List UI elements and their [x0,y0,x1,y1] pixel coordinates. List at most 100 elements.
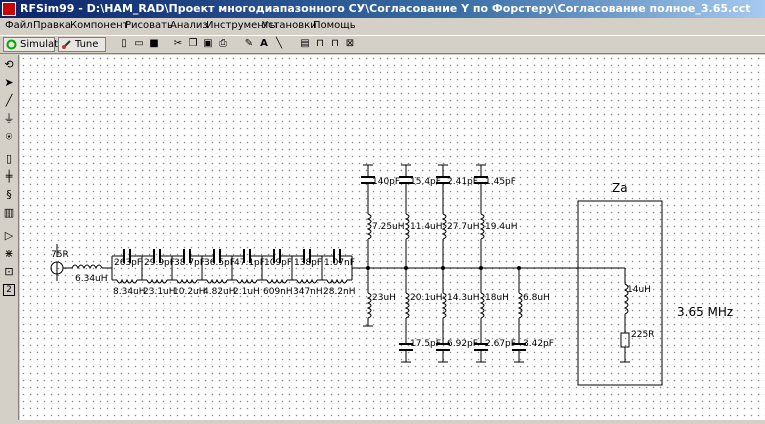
smith-chart-icon[interactable]: ⊠ [345,38,355,49]
top-inductor[interactable] [404,213,410,240]
bottom-inductor[interactable] [404,292,410,319]
open-folder-icon[interactable]: ▭ [134,38,144,49]
ground-icon[interactable]: ⏚ [3,112,15,125]
menu-analysis[interactable]: Анализ [170,20,208,31]
bottom-inductor[interactable] [479,292,485,319]
menu-bar: Файл Правка Компонент Рисовать Анализ Ин… [0,18,765,35]
series-inductor[interactable] [266,278,288,284]
bottom-inductor[interactable] [517,292,523,319]
stub-icon[interactable]: ⊓ [331,38,339,49]
bottom-l-label: 23uH [372,293,396,303]
series-inductor[interactable] [176,278,198,284]
load-inductor[interactable] [623,283,629,315]
shunt-branch[interactable] [399,164,413,363]
save-icon[interactable]: ■ [149,38,159,49]
frequency-label: 3.65 MHz [677,305,733,319]
source-inductor[interactable] [71,264,103,270]
bottom-l-label: 18uH [485,293,509,303]
top-l-label: 7.25uH [372,222,405,232]
menu-file[interactable]: Файл [5,20,33,31]
series-l-label: 8.34uH [113,287,146,297]
source-r-label: 75R [51,250,69,260]
menu-tools[interactable]: Инструменты [206,20,278,31]
two-port-icon[interactable]: 2 [3,284,15,296]
line-tool-icon[interactable]: ╲ [275,38,283,49]
window-title: RFSim99 - D:\HAM_RAD\Проект многодиапазо… [20,2,751,15]
menu-settings[interactable]: Установки [262,20,317,31]
wire-icon[interactable]: ╱ [5,94,13,107]
paste-icon[interactable]: ▣ [203,38,213,49]
series-c-label: 36.5pF [204,258,235,268]
menu-component[interactable]: Компонент [70,20,129,31]
series-c-label: 1.07nF [324,258,355,268]
resistor-icon[interactable]: ▯ [5,152,13,165]
new-file-icon[interactable]: ▯ [121,38,127,49]
tune-label: Tune [75,39,99,50]
title-bar: RFSim99 - D:\HAM_RAD\Проект многодиапазо… [0,0,765,18]
series-l-label: 4.82uH [203,287,236,297]
rotate-icon[interactable]: ⟲ [4,58,14,71]
shunt-branch[interactable] [436,164,450,363]
top-inductor[interactable] [441,213,447,240]
series-inductor[interactable] [206,278,228,284]
top-c-label: 15.4pF [410,177,441,187]
series-c-label: 38.7pF [174,258,205,268]
print-icon[interactable]: ⎙ [219,38,227,49]
series-l-label: 10.2uH [173,287,206,297]
menu-help[interactable]: Помощь [313,20,356,31]
load-box[interactable] [577,200,663,386]
top-inductor[interactable] [366,213,372,240]
transmission-line-icon[interactable]: ⊓ [316,38,324,49]
series-inductor[interactable] [296,278,318,284]
port-icon[interactable]: ⊡ [4,265,14,278]
probe-icon[interactable]: ⍟ [5,130,13,143]
bottom-inductor[interactable] [366,292,372,319]
bottom-l-label: 20.1uH [410,293,443,303]
amplifier-icon[interactable]: ▷ [4,229,14,242]
load-l-label: 14uH [627,285,651,295]
series-c-label: 47.1pF [234,258,265,268]
bottom-inductor[interactable] [441,292,447,319]
series-l-label: 347nH [293,287,323,297]
load-resistor[interactable] [620,332,630,348]
series-section[interactable] [321,249,353,284]
shunt-branch[interactable] [361,164,375,327]
menu-edit[interactable]: Правка [33,20,72,31]
shunt-branch[interactable] [474,164,488,363]
copy-icon[interactable]: ❐ [188,38,198,49]
load-title: Za [612,181,628,195]
top-l-label: 11.4uH [410,222,443,232]
capacitor-icon[interactable]: ╪ [5,170,13,183]
brush-icon[interactable]: ✎ [244,38,254,49]
calculator-icon[interactable]: ▤ [300,38,310,49]
series-l-label: 2.1uH [233,287,260,297]
inductor-icon[interactable]: § [6,188,12,201]
simulate-button[interactable]: Simulate [3,37,64,52]
series-l-label: 28.2nH [323,287,356,297]
series-inductor[interactable] [326,278,348,284]
pointer-icon[interactable]: ➤ [4,76,14,89]
bottom-c-label: 6.92pF [447,339,478,349]
bottom-l-label: 14.3uH [447,293,480,303]
transformer-icon[interactable]: ⋇ [4,247,14,260]
toolbar: Simulate Tune ▯ ▭ ■ ✂ ❐ ▣ ⎙ ✎ A ╲ ▤ ⊓ ⊓ … [0,35,765,54]
series-c-label: 109pF [264,258,292,268]
bottom-l-label: 6.8uH [523,293,550,303]
menu-draw[interactable]: Рисовать [125,20,173,31]
text-tool-icon[interactable]: A [260,38,268,49]
series-c-label: 263pF [114,258,142,268]
series-c-label: 138pF [294,258,322,268]
cut-icon[interactable]: ✂ [173,38,183,49]
top-inductor[interactable] [479,213,485,240]
refresh-icon [6,39,17,50]
source-l-label: 6.34uH [75,274,108,284]
tune-button[interactable]: Tune [58,37,106,52]
top-l-label: 27.7uH [447,222,480,232]
series-inductor[interactable] [146,278,168,284]
app-icon [2,2,16,16]
crystal-icon[interactable]: ▥ [3,206,15,219]
series-inductor[interactable] [236,278,258,284]
shunt-branch[interactable] [512,266,526,363]
series-inductor[interactable] [116,278,138,284]
